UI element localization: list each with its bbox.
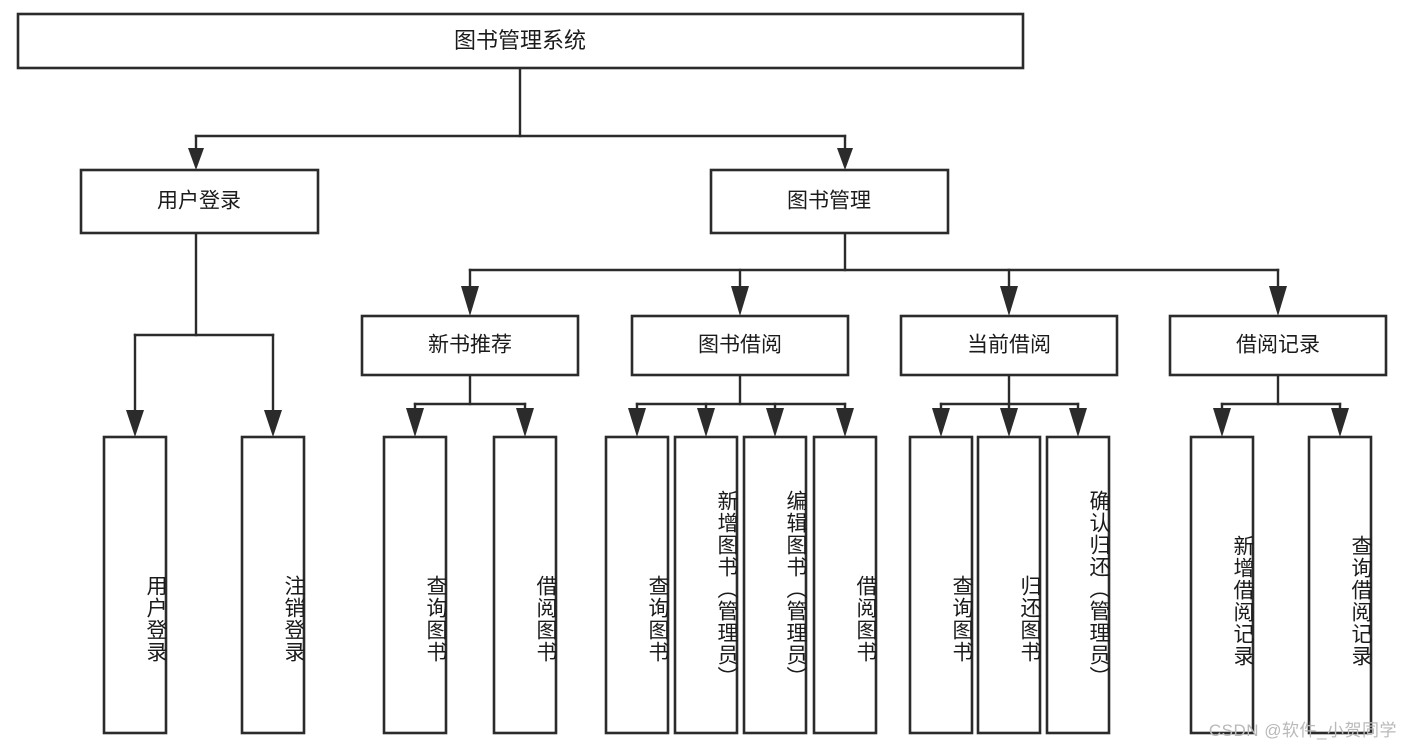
node-new-book-recommend[interactable]: 新书推荐: [360, 314, 580, 377]
node-book-borrow[interactable]: 图书借阅: [630, 314, 850, 377]
connector-group: [126, 66, 1349, 437]
node-borrow-records[interactable]: 借阅记录: [1168, 314, 1388, 377]
node-user-login[interactable]: 用户登录: [79, 168, 320, 235]
leaf-box-borrow-records-1[interactable]: [1189, 435, 1255, 735]
arrow-leaf-new-books-2: [516, 408, 534, 437]
arrow-leaf-book-borrow-4: [836, 408, 854, 437]
node-new-book-recommend-box[interactable]: [360, 314, 580, 377]
arrow-leaf-book-borrow-3: [766, 408, 784, 437]
node-book-management-box[interactable]: [709, 168, 950, 235]
node-current-borrow[interactable]: 当前借阅: [899, 314, 1119, 377]
node-borrow-records-label: 借阅记录: [1236, 334, 1320, 357]
leaf-box-current-borrow-2[interactable]: [976, 435, 1042, 735]
leaf-box-book-borrow-4[interactable]: [812, 435, 878, 735]
node-borrow-records-box[interactable]: [1168, 314, 1388, 377]
leaf-box-book-borrow-3[interactable]: [742, 435, 808, 735]
node-current-borrow-box[interactable]: [899, 314, 1119, 377]
node-book-borrow-label: 图书借阅: [698, 334, 782, 357]
arrow-new-books: [461, 286, 479, 316]
arrow-leaf-current-borrow-3: [1069, 408, 1087, 437]
arrow-leaf-book-borrow-1: [628, 408, 646, 437]
leaf-box-book-borrow-2[interactable]: [673, 435, 739, 735]
leaf-box-current-borrow-3[interactable]: [1045, 435, 1111, 735]
arrow-leaf-current-borrow-1: [932, 408, 950, 437]
leaf-boxes: [102, 435, 1373, 735]
node-user-login-box[interactable]: [79, 168, 320, 235]
leaf-box-book-borrow-1[interactable]: [604, 435, 670, 735]
leaf-box-user-login-2[interactable]: [240, 435, 306, 735]
arrow-current-borrow: [1000, 286, 1018, 316]
node-user-login-label: 用户登录: [157, 190, 241, 213]
arrow-borrow-records: [1269, 286, 1287, 316]
node-new-book-recommend-label: 新书推荐: [428, 334, 512, 357]
node-book-borrow-box[interactable]: [630, 314, 850, 377]
arrow-leaf-borrow-records-1: [1213, 408, 1231, 437]
arrow-leaf-current-borrow-2: [1000, 408, 1018, 437]
node-root[interactable]: 图书管理系统: [16, 12, 1025, 70]
node-root-box[interactable]: [16, 12, 1025, 70]
leaf-box-current-borrow-1[interactable]: [908, 435, 974, 735]
leaf-box-user-login-1[interactable]: [102, 435, 168, 735]
leaf-box-new-books-2[interactable]: [492, 435, 558, 735]
arrow-user-login: [188, 148, 204, 170]
arrow-leaf-user-login-1: [126, 410, 144, 437]
arrow-leaf-new-books-1: [406, 408, 424, 437]
node-book-management[interactable]: 图书管理: [709, 168, 950, 235]
node-current-borrow-label: 当前借阅: [967, 334, 1051, 357]
arrow-book-borrow: [731, 286, 749, 316]
arrow-leaf-user-login-2: [264, 410, 282, 437]
arrow-book-mgmt: [837, 148, 853, 170]
arrow-leaf-borrow-records-2: [1331, 408, 1349, 437]
node-root-label: 图书管理系统: [454, 28, 586, 53]
csdn-watermark: CSDN @软件_小贺同学: [1208, 721, 1397, 740]
node-book-management-label: 图书管理: [787, 190, 871, 213]
arrow-leaf-book-borrow-2: [697, 408, 715, 437]
leaf-box-new-books-1[interactable]: [382, 435, 448, 735]
leaf-box-borrow-records-2[interactable]: [1307, 435, 1373, 735]
